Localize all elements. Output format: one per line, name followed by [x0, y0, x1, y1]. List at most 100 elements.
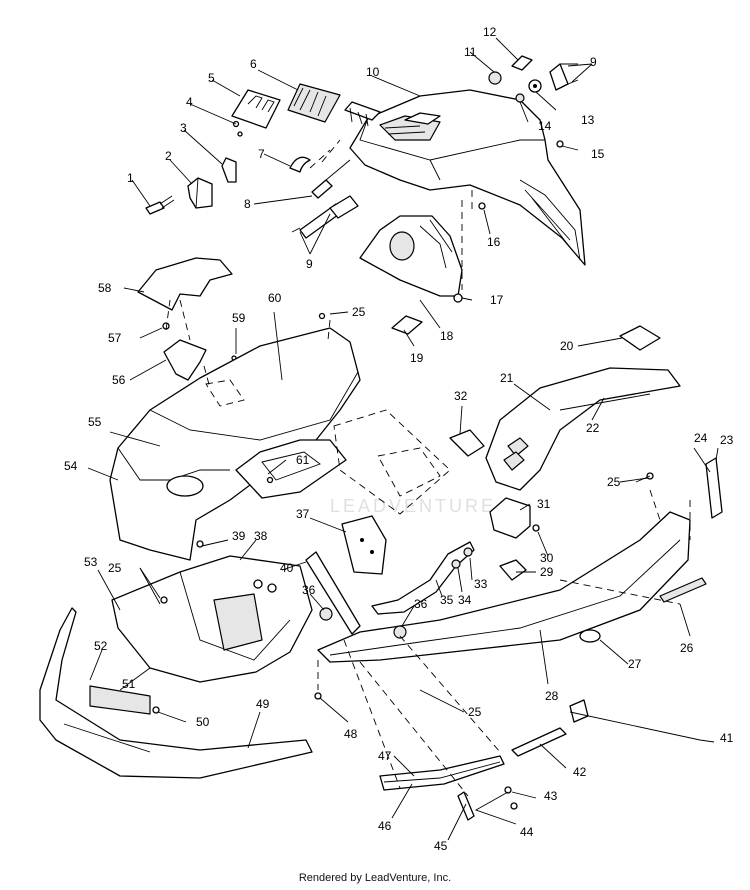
- support-rod: [371, 541, 475, 615]
- callout-48: 48: [344, 727, 358, 741]
- bracket: [221, 157, 237, 183]
- grille-screen: [287, 83, 341, 123]
- callout-52: 52: [94, 639, 108, 653]
- callout-55: 55: [88, 415, 102, 429]
- callout-57: 57: [108, 331, 122, 345]
- callout-24: 24: [694, 431, 708, 445]
- callout-12: 12: [483, 25, 497, 39]
- callout-28: 28: [545, 689, 559, 703]
- callout-11: 11: [464, 45, 477, 59]
- callout-3: 3: [180, 121, 187, 135]
- latch-bar: [646, 457, 723, 519]
- callout-36: 36: [302, 583, 316, 597]
- dash-support-outline: [205, 379, 451, 515]
- callout-25: 25: [352, 305, 366, 319]
- callout-60: 60: [268, 291, 282, 305]
- callout-29: 29: [540, 565, 554, 579]
- hood-pin: [478, 202, 486, 210]
- callout-26: 26: [680, 641, 694, 655]
- callout-25: 25: [468, 705, 482, 719]
- callout-53: 53: [84, 555, 98, 569]
- callout-4: 4: [186, 95, 193, 109]
- small-bracket: [391, 315, 423, 335]
- callout-14: 14: [538, 119, 552, 133]
- callout-37: 37: [296, 507, 310, 521]
- callout-17: 17: [490, 293, 504, 307]
- callout-15: 15: [591, 147, 605, 161]
- callout-41: 41: [720, 731, 734, 745]
- callout-25: 25: [108, 561, 122, 575]
- rail-hardware: [457, 786, 518, 821]
- callout-9: 9: [306, 257, 313, 271]
- callout-54: 54: [64, 459, 78, 473]
- assembly-lines: [165, 139, 691, 797]
- callout-9: 9: [590, 55, 597, 69]
- callout-49: 49: [256, 697, 270, 711]
- bumper-pin: [314, 692, 322, 700]
- callout-2: 2: [165, 149, 172, 163]
- callout-22: 22: [586, 421, 600, 435]
- bolt: [145, 195, 175, 215]
- dash-panel: [109, 327, 361, 561]
- callout-36: 36: [414, 597, 428, 611]
- mount-bar: [305, 551, 361, 635]
- callout-8: 8: [244, 197, 251, 211]
- rub-rail: [379, 755, 505, 791]
- front-skirt: [317, 511, 707, 663]
- leader-lines: [87, 37, 719, 841]
- callout-58: 58: [98, 281, 112, 295]
- hood-hardware: [488, 55, 579, 148]
- spring-lower: [291, 195, 359, 239]
- callout-59: 59: [232, 311, 246, 325]
- callout-61: 61: [296, 453, 310, 467]
- callout-27: 27: [628, 657, 642, 671]
- callout-labels: 1234567899101112131415161718192021222324…: [64, 25, 734, 853]
- callout-1: 1: [127, 171, 134, 185]
- air-duct-housing: [359, 215, 463, 303]
- retainer-bracket: [163, 339, 207, 381]
- callout-30: 30: [540, 551, 554, 565]
- rail-bracket: [511, 699, 589, 757]
- callout-51: 51: [122, 677, 136, 691]
- spacers: [319, 607, 407, 639]
- callout-13: 13: [581, 113, 595, 127]
- spring-pivot: [311, 159, 351, 199]
- callout-5: 5: [208, 71, 215, 85]
- callout-35: 35: [440, 593, 454, 607]
- callout-7: 7: [258, 147, 265, 161]
- callout-18: 18: [440, 329, 454, 343]
- heat-shield: [137, 257, 233, 311]
- footer-credit: Rendered by LeadVenture, Inc.: [298, 872, 452, 884]
- callout-31: 31: [537, 497, 551, 511]
- callout-16: 16: [487, 235, 501, 249]
- callout-19: 19: [410, 351, 424, 365]
- callout-25: 25: [607, 475, 621, 489]
- watermark-text: LEADVENTURE: [330, 496, 496, 516]
- side-panel: [485, 367, 681, 491]
- lower-pan: [111, 555, 313, 683]
- callout-40: 40: [280, 561, 294, 575]
- callout-45: 45: [434, 839, 448, 853]
- callout-50: 50: [196, 715, 210, 729]
- callout-39: 39: [232, 529, 246, 543]
- callout-33: 33: [474, 577, 488, 591]
- wire-clip: [449, 429, 485, 457]
- mounting-plate: [341, 515, 387, 575]
- callout-10: 10: [366, 65, 380, 79]
- latch: [187, 177, 213, 209]
- screw: [232, 120, 243, 137]
- callout-38: 38: [254, 529, 268, 543]
- mount-bracket: [489, 497, 540, 581]
- misc-pins: [266, 312, 326, 484]
- hood: [344, 89, 586, 266]
- front-bumper: [39, 607, 313, 779]
- callout-34: 34: [458, 593, 472, 607]
- callout-56: 56: [112, 373, 126, 387]
- callout-43: 43: [544, 789, 558, 803]
- callout-20: 20: [560, 339, 574, 353]
- grille: [231, 89, 281, 129]
- clip: [289, 156, 311, 173]
- callout-44: 44: [520, 825, 534, 839]
- watermark: LEADVENTURE: [330, 496, 496, 516]
